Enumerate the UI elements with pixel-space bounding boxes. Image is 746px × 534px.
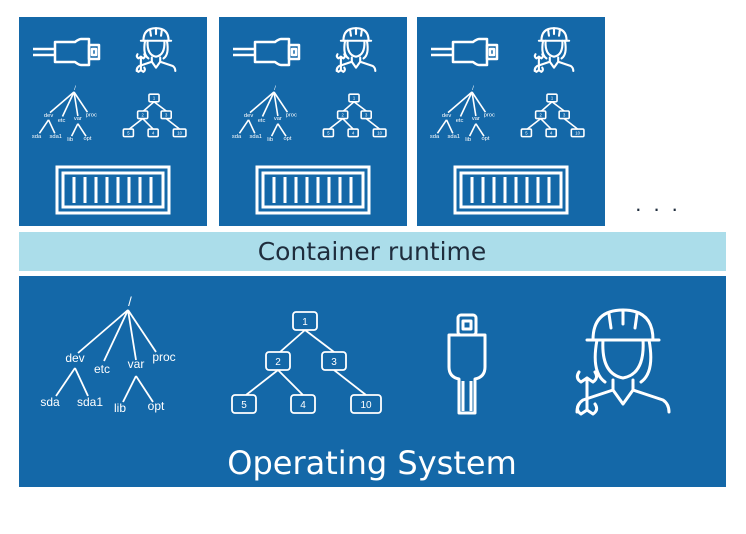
fs-dir-dev: dev xyxy=(442,113,451,119)
more-containers-ellipsis: . . . xyxy=(635,191,681,216)
fs-dir-sda: sda xyxy=(430,134,440,140)
fs-dir-sda1: sda1 xyxy=(448,134,460,140)
fs-dir-var: var xyxy=(274,116,282,122)
fs-dir-sda1: sda1 xyxy=(77,395,103,409)
container-runtime-label: Container runtime xyxy=(258,237,487,266)
proc-node-2: 2 xyxy=(141,112,144,117)
proc-node-5: 5 xyxy=(327,131,330,136)
fs-dir-sda: sda xyxy=(32,134,42,140)
container-box-bg xyxy=(417,17,605,226)
proc-node-4: 4 xyxy=(152,131,155,136)
fs-dir-dev: dev xyxy=(65,351,84,365)
fs-dir-proc: proc xyxy=(152,350,175,364)
proc-node-10: 10 xyxy=(575,131,580,136)
fs-dir-lib: lib xyxy=(67,137,73,143)
proc-node-2: 2 xyxy=(341,112,344,117)
fs-dir-proc: proc xyxy=(484,112,495,118)
fs-dir-sda1: sda1 xyxy=(50,134,62,140)
fs-root-label: / xyxy=(472,85,474,92)
process-tree-icon: 1 2 3 5 4 10 xyxy=(322,93,387,138)
fs-dir-lib: lib xyxy=(267,137,273,143)
fs-dir-etc: etc xyxy=(258,118,266,124)
proc-node-5: 5 xyxy=(127,131,130,136)
fs-dir-opt: opt xyxy=(83,136,91,142)
fs-dir-opt: opt xyxy=(283,136,291,142)
proc-node-4: 4 xyxy=(300,400,306,411)
proc-node-3: 3 xyxy=(365,112,368,117)
container-box-bg xyxy=(19,17,207,226)
proc-node-5: 5 xyxy=(241,400,247,411)
proc-node-4: 4 xyxy=(550,131,553,136)
operating-system-label: Operating System xyxy=(227,444,516,482)
proc-node-1: 1 xyxy=(153,96,156,101)
proc-node-5: 5 xyxy=(525,131,528,136)
proc-node-3: 3 xyxy=(331,357,337,368)
fs-dir-opt: opt xyxy=(148,399,165,413)
proc-node-2: 2 xyxy=(539,112,542,117)
proc-node-1: 1 xyxy=(302,317,308,328)
fs-dir-etc: etc xyxy=(58,118,66,124)
fs-root-label: / xyxy=(128,294,132,309)
proc-node-10: 10 xyxy=(177,131,182,136)
fs-dir-var: var xyxy=(128,357,145,371)
fs-dir-sda1: sda1 xyxy=(250,134,262,140)
os-process-tree-icon: 1 2 3 5 4 10 xyxy=(231,311,382,414)
process-tree-icon: 1 2 3 5 4 10 xyxy=(122,93,187,138)
fs-dir-opt: opt xyxy=(481,136,489,142)
proc-node-1: 1 xyxy=(353,96,356,101)
proc-node-4: 4 xyxy=(352,131,355,136)
proc-node-1: 1 xyxy=(551,96,554,101)
process-tree-icon: 1 2 3 5 4 10 xyxy=(520,93,585,138)
fs-dir-etc: etc xyxy=(94,362,110,376)
fs-dir-sda: sda xyxy=(40,395,60,409)
fs-dir-sda: sda xyxy=(232,134,242,140)
container-runtime-band xyxy=(19,232,726,271)
container-box-bg xyxy=(219,17,407,226)
fs-dir-proc: proc xyxy=(86,112,97,118)
fs-dir-etc: etc xyxy=(456,118,464,124)
fs-dir-proc: proc xyxy=(286,112,297,118)
proc-node-3: 3 xyxy=(563,112,566,117)
fs-dir-var: var xyxy=(472,116,480,122)
proc-node-2: 2 xyxy=(275,357,281,368)
fs-root-label: / xyxy=(74,85,76,92)
fs-dir-lib: lib xyxy=(465,137,471,143)
proc-node-10: 10 xyxy=(360,400,372,411)
fs-root-label: / xyxy=(274,85,276,92)
proc-node-3: 3 xyxy=(165,112,168,117)
proc-node-10: 10 xyxy=(377,131,382,136)
fs-dir-dev: dev xyxy=(244,113,253,119)
fs-dir-lib: lib xyxy=(114,401,126,415)
fs-dir-var: var xyxy=(74,116,82,122)
fs-dir-dev: dev xyxy=(44,113,53,119)
